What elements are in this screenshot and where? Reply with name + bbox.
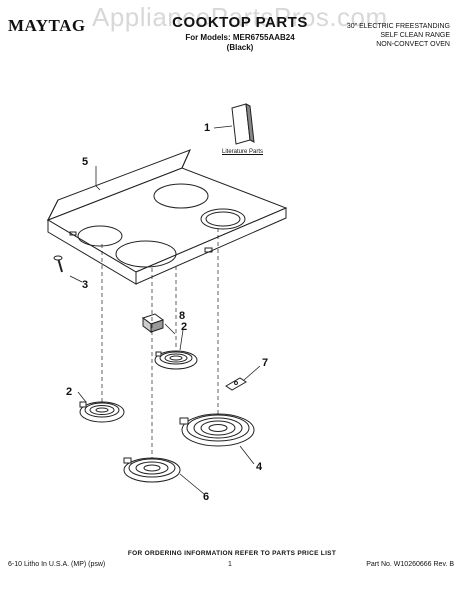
dual-element <box>179 413 255 447</box>
element-clip <box>225 377 247 391</box>
callout-1: 1 <box>204 122 210 134</box>
callout-4: 4 <box>256 461 263 473</box>
callout-6: 6 <box>203 491 209 503</box>
cooktop-glass <box>46 149 288 285</box>
callout-7: 7 <box>262 357 268 369</box>
screw <box>53 255 63 273</box>
watermark: AppliancePartsPros.com <box>92 2 388 32</box>
small-element-upper <box>154 350 198 370</box>
literature-booklet <box>231 103 255 145</box>
small-element-lower <box>79 401 125 423</box>
brand-logo: MAYTAG <box>8 16 86 35</box>
model-number: For Models: MER6755AAB24 <box>185 33 295 42</box>
description-line-2: SELF CLEAN RANGE <box>380 32 450 39</box>
callout-8: 8 <box>179 310 185 322</box>
model-color: (Black) <box>226 43 254 52</box>
callout-2-upper: 2 <box>181 321 187 333</box>
terminal-block <box>141 313 165 333</box>
description-line-3: NON-CONVECT OVEN <box>376 41 450 48</box>
ordering-note: FOR ORDERING INFORMATION REFER TO PARTS … <box>127 550 337 557</box>
description-line-1: 30" ELECTRIC FREESTANDING <box>346 23 450 30</box>
page-number: 1 <box>228 561 232 568</box>
large-element <box>123 457 181 483</box>
litho-info: 6-10 Litho In U.S.A. (MP) (psw) <box>8 561 106 568</box>
literature-parts-label: Literature Parts <box>222 149 264 155</box>
callout-2-lower: 2 <box>66 386 72 398</box>
callout-3: 3 <box>82 279 88 291</box>
page-title: COOKTOP PARTS <box>172 14 308 31</box>
callout-5: 5 <box>82 156 88 168</box>
part-number: Part No. W10260666 Rev. B <box>366 561 454 568</box>
